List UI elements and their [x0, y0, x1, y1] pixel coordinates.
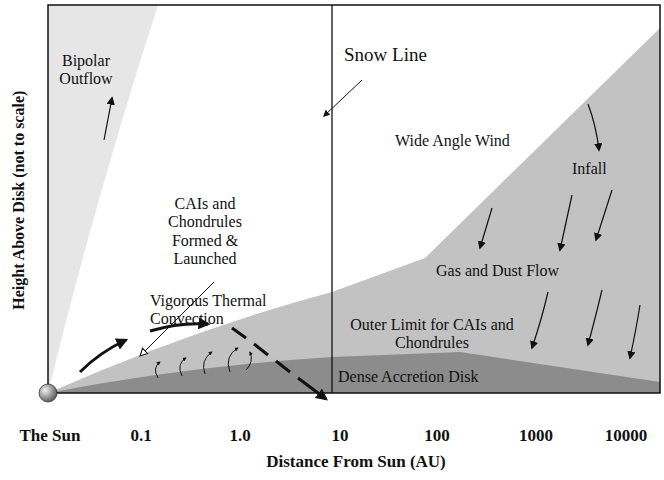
region-label: CAIs and Chondrules Formed & Launched	[160, 195, 250, 269]
region-label: Outer Limit for CAIs and Chondrules	[337, 316, 527, 353]
axis-title: Height Above Disk (not to scale)	[11, 90, 29, 309]
sun-symbol	[39, 384, 57, 402]
region-label: Wide Angle Wind	[395, 132, 510, 150]
flow-arrows	[80, 324, 326, 399]
tick-label: 10	[332, 426, 349, 446]
region-label: Gas and Dust Flow	[436, 262, 559, 280]
region-label: Dense Accretion Disk	[338, 368, 478, 386]
tick-label: 1000	[519, 426, 553, 446]
region-label: Vigorous Thermal Convection	[150, 292, 315, 329]
accretion-disk	[48, 352, 660, 393]
tick-label: The Sun	[20, 426, 81, 446]
tick-label: 0.1	[130, 426, 151, 446]
tick-label: 10000	[605, 426, 648, 446]
plot-frame	[48, 5, 660, 393]
outflow-arrow	[104, 98, 112, 140]
axis-title: Distance From Sun (AU)	[266, 452, 446, 472]
region-label: Snow Line	[344, 44, 427, 66]
disk-atmosphere	[48, 28, 660, 393]
convection-swirls	[155, 348, 251, 378]
snow-line	[331, 5, 332, 393]
region-label: Bipolar Outflow	[50, 52, 122, 89]
tick-label: 100	[424, 426, 450, 446]
tick-label: 1.0	[229, 426, 250, 446]
outflow-region	[48, 5, 158, 393]
pointer-arrow	[324, 80, 362, 116]
region-label: Infall	[572, 160, 607, 178]
